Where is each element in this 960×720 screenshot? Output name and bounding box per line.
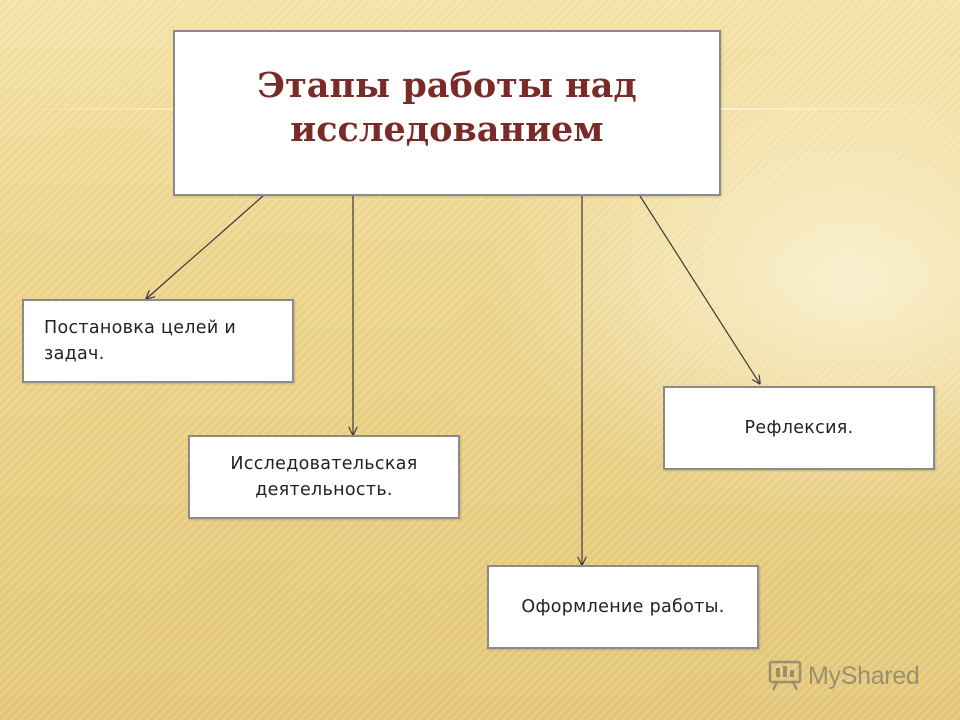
title-box: Этапы работы над исследованием [173, 30, 721, 196]
arrow-to-reflection [639, 195, 760, 384]
node-reflection-label: Рефлексия. [744, 418, 854, 438]
node-formatting: Оформление работы. [487, 565, 759, 649]
node-goals: Постановка целей и задач. [22, 299, 294, 383]
arrow-to-goals [146, 195, 264, 299]
diagram-title: Этапы работы над исследованием [257, 65, 637, 150]
watermark-text: MyShared [808, 661, 920, 690]
myshared-logo-icon [768, 660, 802, 691]
watermark: MyShared [768, 656, 938, 696]
node-goals-label: Постановка целей и задач. [44, 318, 237, 364]
node-reflection: Рефлексия. [663, 386, 935, 470]
node-research-label: Исследовательская деятельность. [230, 454, 418, 500]
node-research: Исследовательская деятельность. [188, 435, 460, 519]
node-formatting-label: Оформление работы. [521, 597, 725, 617]
